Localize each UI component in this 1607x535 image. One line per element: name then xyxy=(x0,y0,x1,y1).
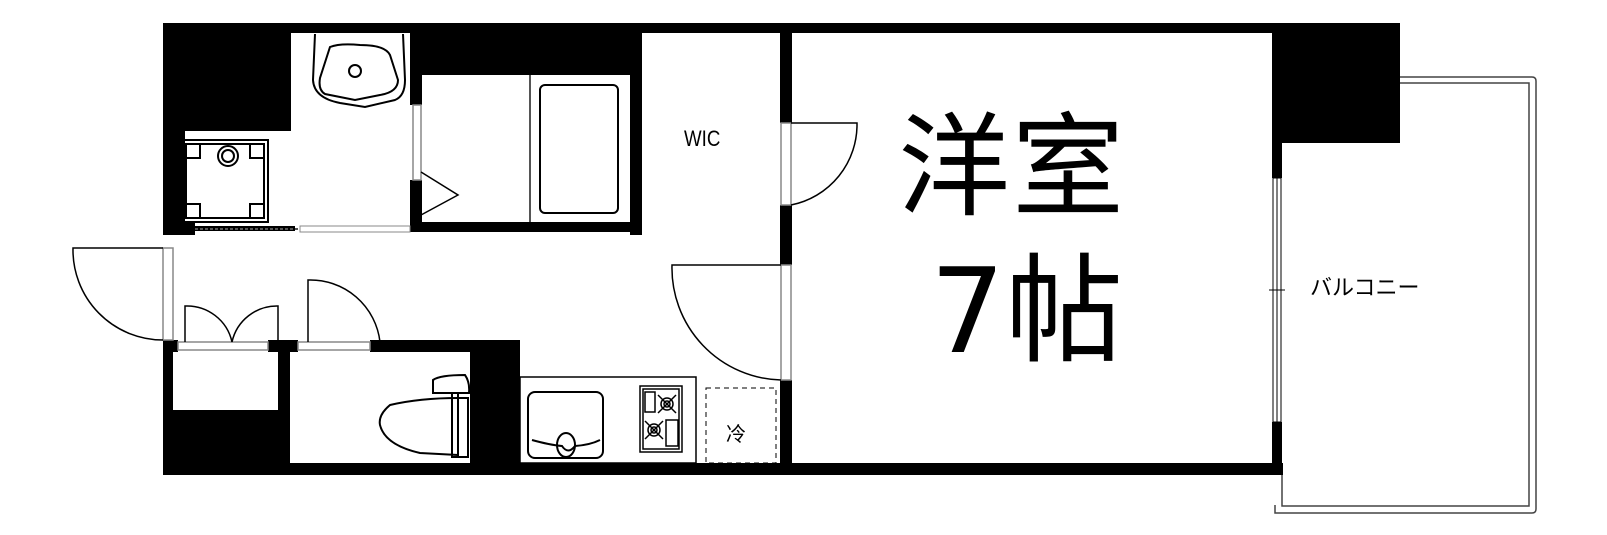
shoe-cabinet-door-icon xyxy=(177,305,279,351)
balcony-railing xyxy=(1274,76,1537,514)
washbasin-icon xyxy=(311,33,407,109)
entrance-door-icon xyxy=(72,247,174,341)
washing-machine-pan-icon xyxy=(181,139,269,223)
western-room-label: 洋室 xyxy=(898,103,1126,233)
bathtub-icon xyxy=(539,84,619,214)
walls xyxy=(163,23,1400,475)
wic-door-icon xyxy=(780,122,858,206)
balcony-label: バルコニー xyxy=(1310,276,1420,301)
bathroom-door-icon xyxy=(412,104,460,216)
toilet-icon xyxy=(378,373,471,458)
fridge-label: 冷 xyxy=(726,422,746,446)
balcony-window-icon xyxy=(1269,177,1285,423)
room-size-label: 7帖 xyxy=(930,242,1124,380)
wic-label: WIC xyxy=(684,126,721,151)
gas-stove-icon xyxy=(639,385,683,453)
room-door-icon xyxy=(671,264,792,381)
fridge-space xyxy=(705,387,777,464)
toilet-door-icon xyxy=(297,279,381,351)
washroom-opening xyxy=(299,225,411,233)
kitchen-sink-icon xyxy=(527,391,604,459)
